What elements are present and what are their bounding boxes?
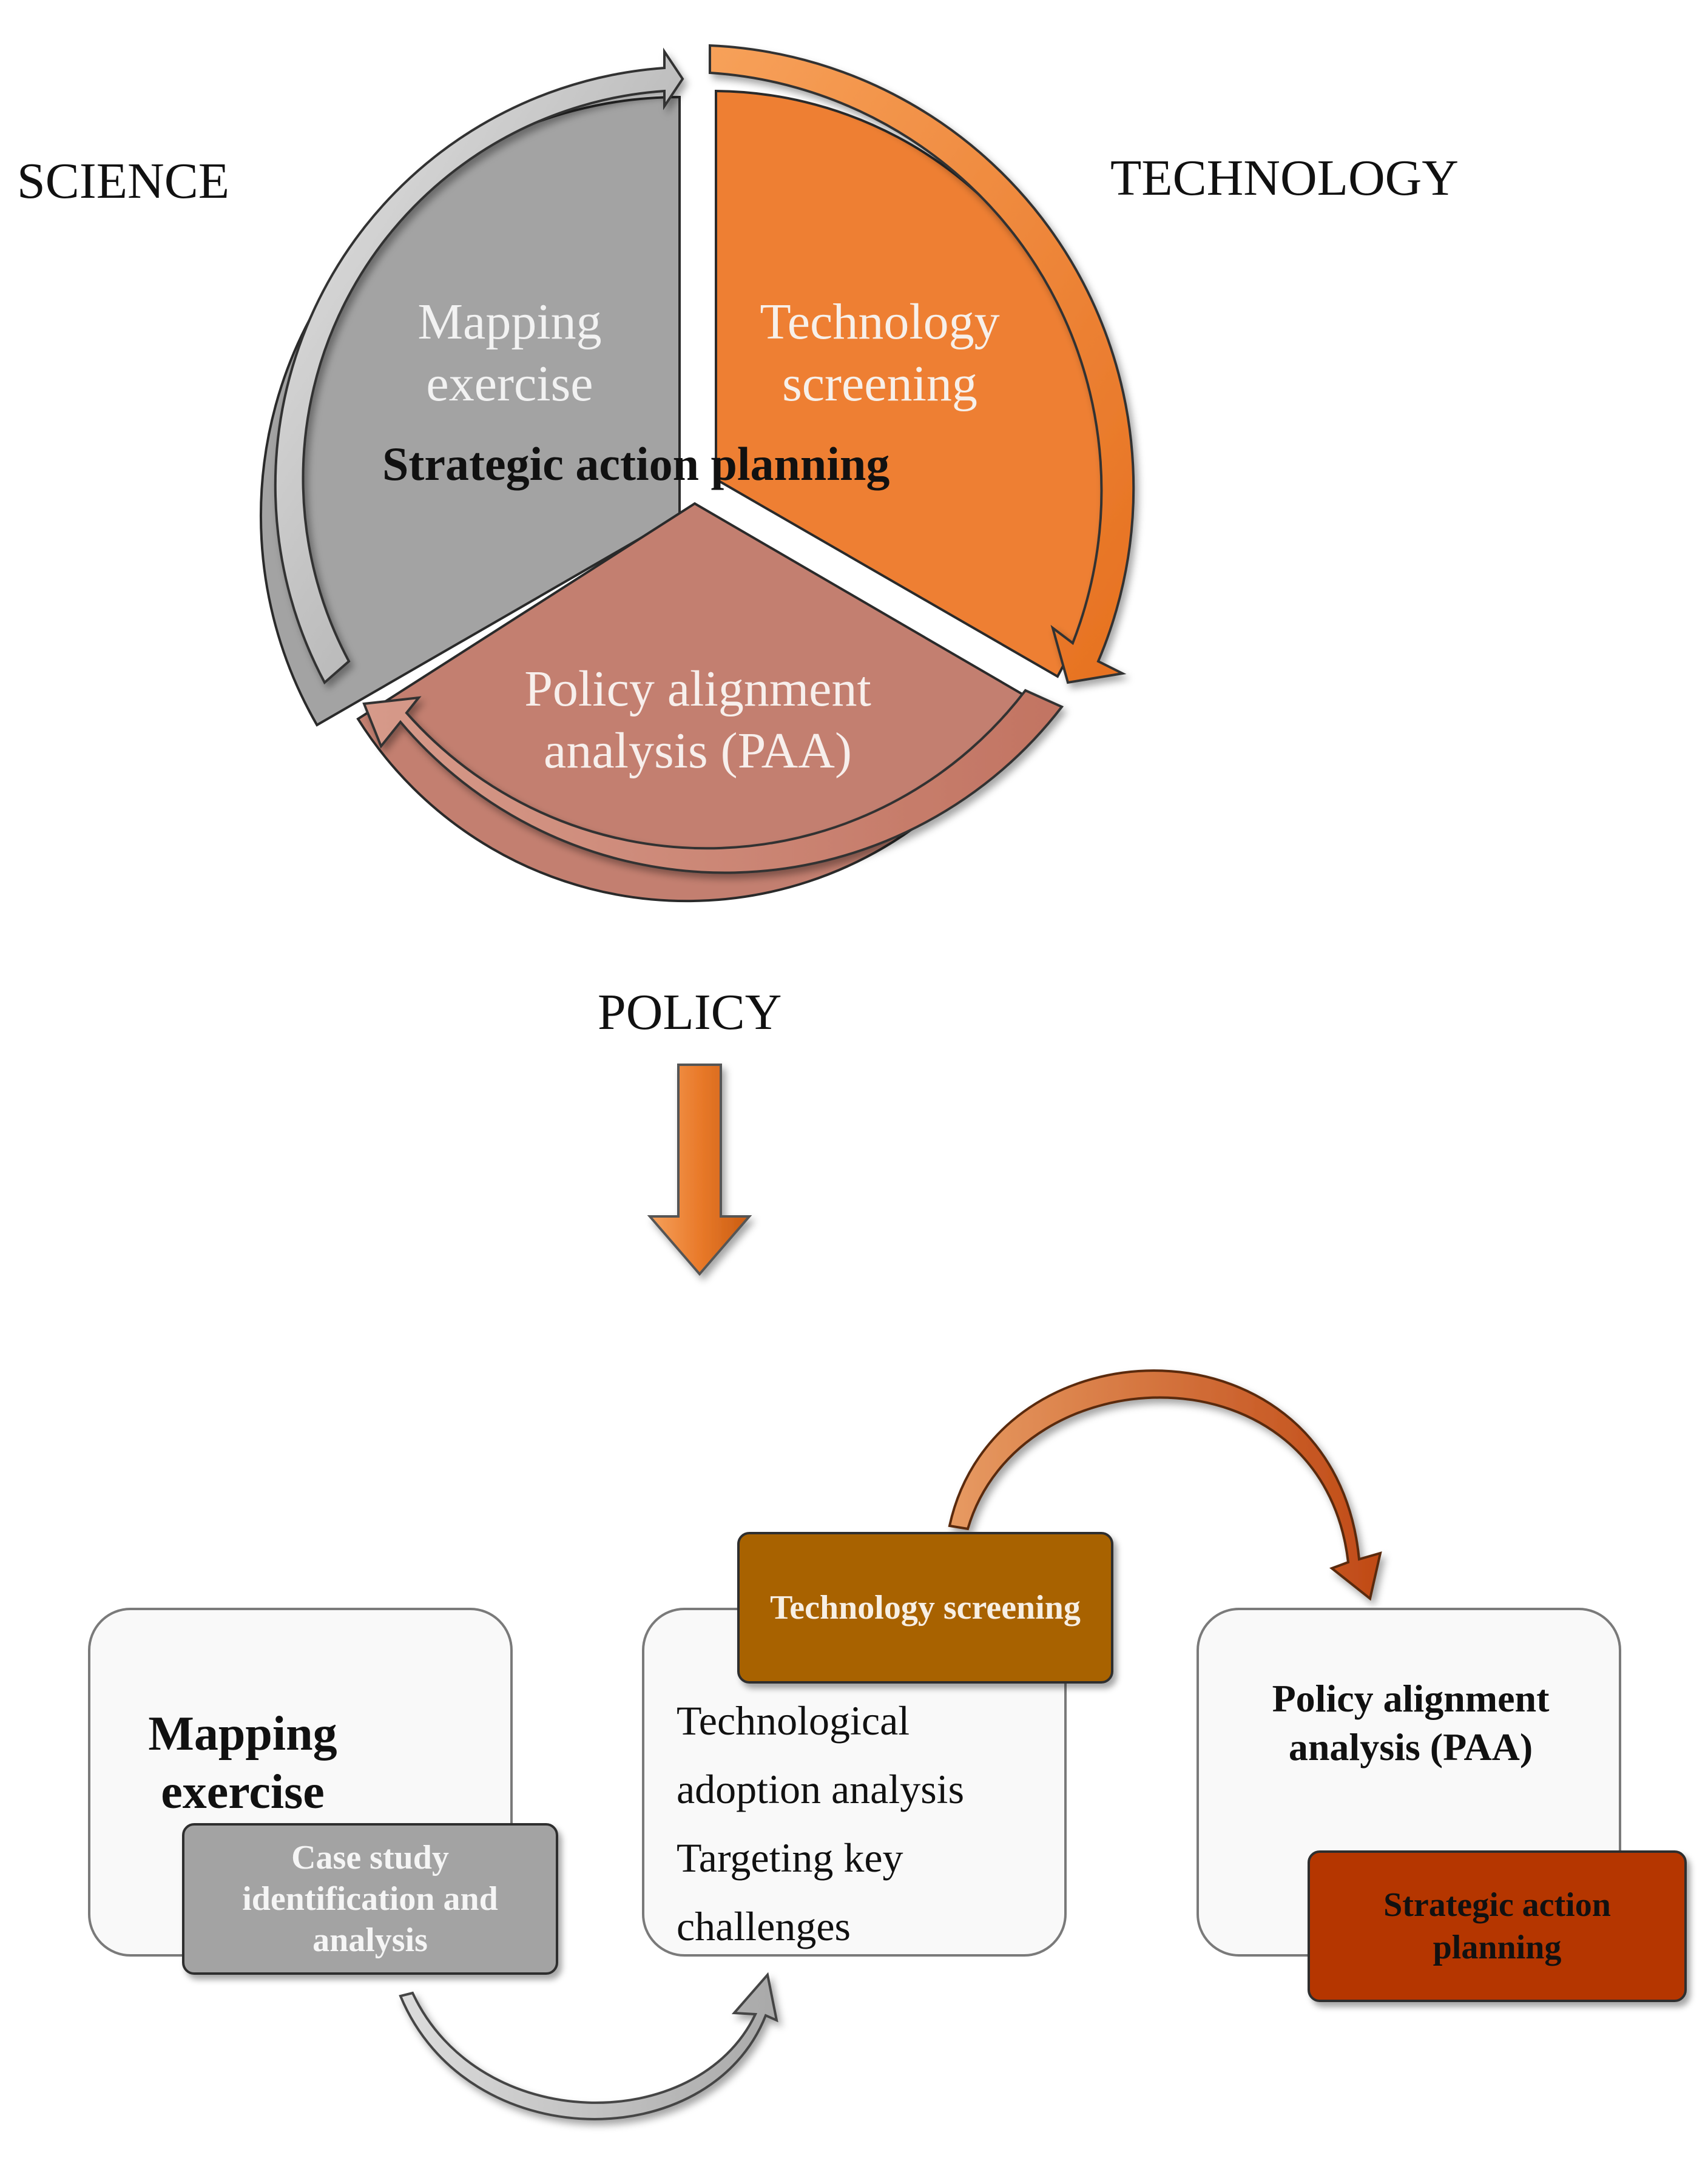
tag-case-study: Case study identification and analysis [182, 1823, 558, 1975]
down-arrow [647, 1064, 752, 1276]
cycle-diagram [259, 44, 1135, 903]
segment-technology-line2: screening [782, 356, 977, 413]
segment-policy-line1: Policy alignment [524, 661, 871, 717]
segment-label-technology: Technology screening [710, 291, 1050, 416]
center-label: Strategic action planning [382, 437, 890, 490]
segment-mapping-line2: exercise [426, 356, 593, 413]
technology-label: TECHNOLOGY [1110, 150, 1459, 206]
science-label: SCIENCE [17, 153, 230, 209]
orange-cycle-arrow [709, 44, 1135, 684]
segment-label-policy: Policy alignment analysis (PAA) [473, 658, 922, 783]
segment-label-mapping: Mapping exercise [340, 291, 680, 416]
curve-arrow-tech-to-policy [948, 1369, 1382, 1601]
tag-strategic-action-text: Strategic action planning [1383, 1886, 1611, 1966]
segment-technology-line1: Technology [760, 294, 1000, 350]
tag-technology-screening: Technology screening [737, 1532, 1113, 1684]
card-policy-title: Policy alignment analysis (PAA) [1272, 1677, 1550, 1769]
tag-technology-screening-text: Technology screening [770, 1589, 1081, 1627]
policy-label: POLICY [598, 984, 782, 1040]
curve-arrow-mapping-to-tech [399, 1972, 778, 2120]
tag-strategic-action: Strategic action planning [1308, 1850, 1687, 2002]
gray-cycle-arrow [274, 47, 684, 685]
card-mapping-title: Mapping exercise [148, 1707, 337, 1819]
rose-cycle-arrow [362, 689, 1064, 874]
segment-policy-line2: analysis (PAA) [544, 723, 852, 780]
tag-case-study-text: Case study identification and analysis [242, 1838, 498, 1960]
card-technology-body: Technological adoption analysis Targetin… [677, 1698, 965, 1949]
segment-mapping-line1: Mapping [417, 294, 602, 350]
